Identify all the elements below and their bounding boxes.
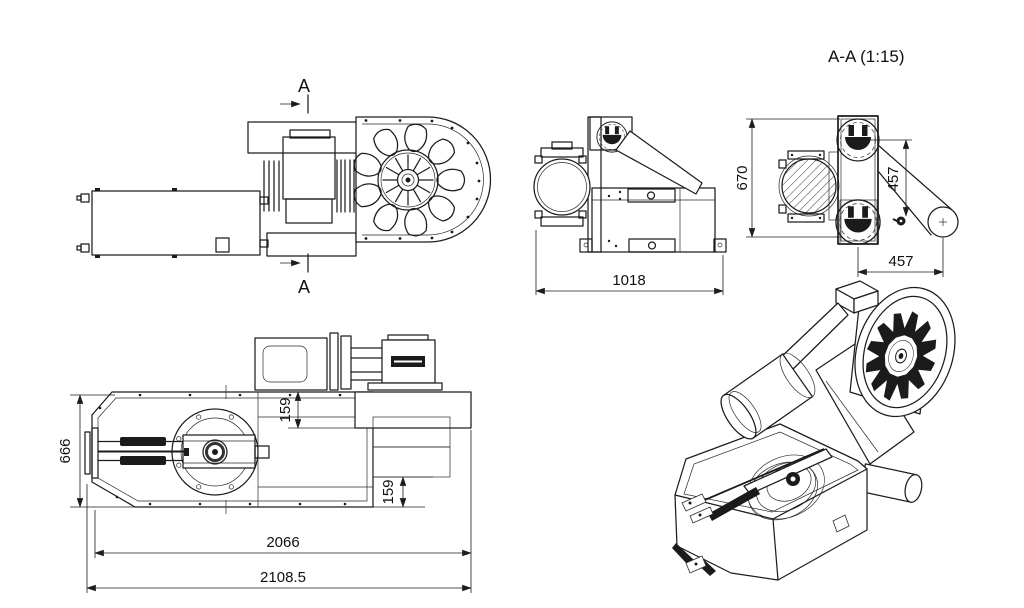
belt-guard: [615, 130, 703, 195]
impeller-wheel: [350, 121, 466, 239]
dim-text-457-vertical: 457: [885, 166, 902, 191]
top-housing: [84, 385, 374, 514]
dim-2066: 2066: [94, 430, 472, 593]
dim-text-457-horizontal: 457: [888, 253, 913, 270]
iso-base-box: [672, 423, 868, 581]
hatched-bracket-lower: [628, 238, 676, 253]
shock-absorbers: [84, 427, 189, 479]
dim-457-vertical: 457: [864, 139, 912, 217]
section-title: A-A (1:15): [828, 47, 905, 66]
view-front: 1018: [533, 116, 727, 295]
front-drum: [533, 141, 591, 227]
iso-outlet: [859, 463, 923, 503]
top-right-block: [372, 416, 451, 508]
iso-blower: [849, 286, 956, 418]
top-drum-flange: [171, 408, 270, 496]
dim-text-2108-5: 2108.5: [260, 569, 306, 586]
bolt-dots: [98, 393, 347, 506]
section-label-a-bottom: A: [298, 277, 310, 297]
impeller-housing: [350, 116, 492, 243]
dim-159-top: 159: [277, 391, 302, 429]
dim-1018: 1018: [535, 230, 724, 295]
bolt-dots: [364, 119, 481, 240]
dim-159-bottom: 159: [380, 476, 407, 508]
iso-turntable: [743, 448, 833, 521]
view-isometric: [672, 280, 956, 581]
iso-side-tab: [832, 514, 850, 533]
section-cut-marks: A A: [280, 76, 310, 297]
dim-text-670: 670: [734, 165, 751, 190]
iso-drum: [720, 352, 816, 440]
view-section-aa: A-A (1:15): [734, 47, 959, 277]
section-label-a-top: A: [298, 76, 310, 96]
dim-text-159-bottom: 159: [380, 479, 397, 504]
front-base-frame: [579, 187, 727, 253]
dim-text-1018: 1018: [612, 272, 645, 289]
dim-666: 666: [57, 394, 135, 508]
front-chute-and-bearing: [587, 116, 703, 253]
dim-670: 670: [734, 118, 840, 238]
top-motor-assembly: [254, 332, 472, 429]
iso-duct: [815, 341, 915, 465]
section-bearing-plate: [835, 115, 881, 245]
iso-impeller: [864, 310, 938, 402]
hatched-bracket-upper: [627, 188, 676, 203]
iso-hitch-feet: [672, 543, 716, 576]
feed-box: [76, 188, 269, 258]
view-side: A A: [76, 76, 492, 297]
motor-base-plate: [354, 391, 472, 429]
iso-shock: [708, 487, 760, 521]
view-top: 159 159 666 2066 2108.5: [57, 332, 472, 593]
dim-457-horizontal: 457: [857, 238, 944, 277]
dim-2108-5: 2108.5: [86, 484, 472, 593]
section-drum: [778, 150, 840, 223]
dim-text-159-top: 159: [277, 397, 294, 422]
inspection-hatch: [215, 237, 230, 253]
iso-drive: [720, 280, 879, 440]
dim-text-2066: 2066: [266, 534, 299, 551]
dim-text-666: 666: [57, 438, 74, 463]
